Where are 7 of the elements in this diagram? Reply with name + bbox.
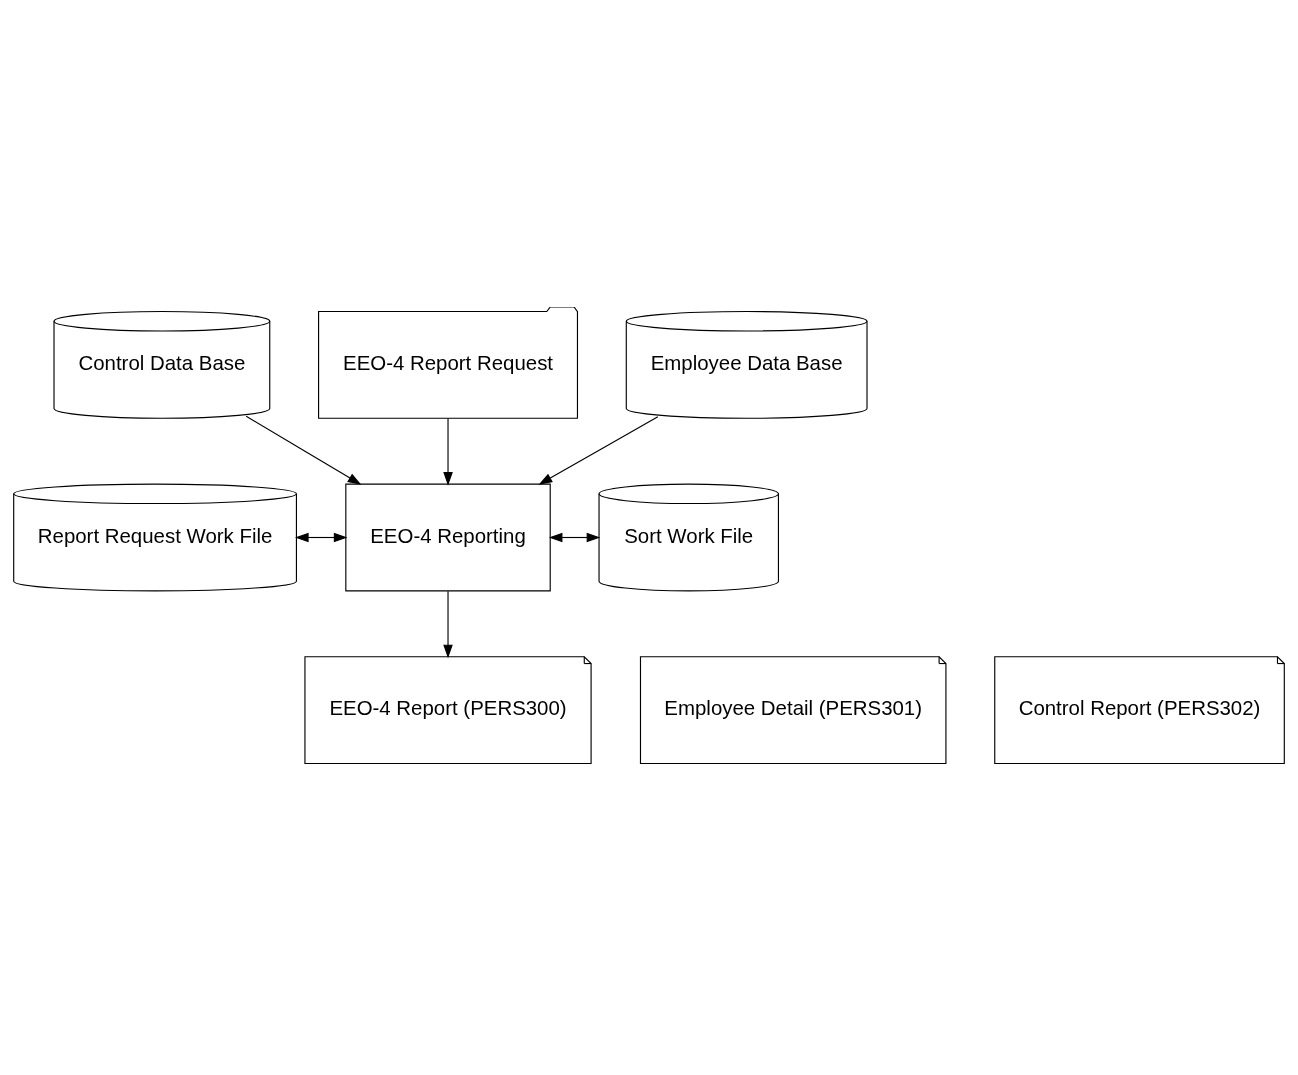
arrow [538,416,659,485]
arrow [294,532,348,543]
arrow [443,590,453,659]
arrow [443,417,453,486]
arrow [245,415,362,485]
node-box: EEO-4 Reporting [345,483,551,592]
arrow [548,532,601,543]
